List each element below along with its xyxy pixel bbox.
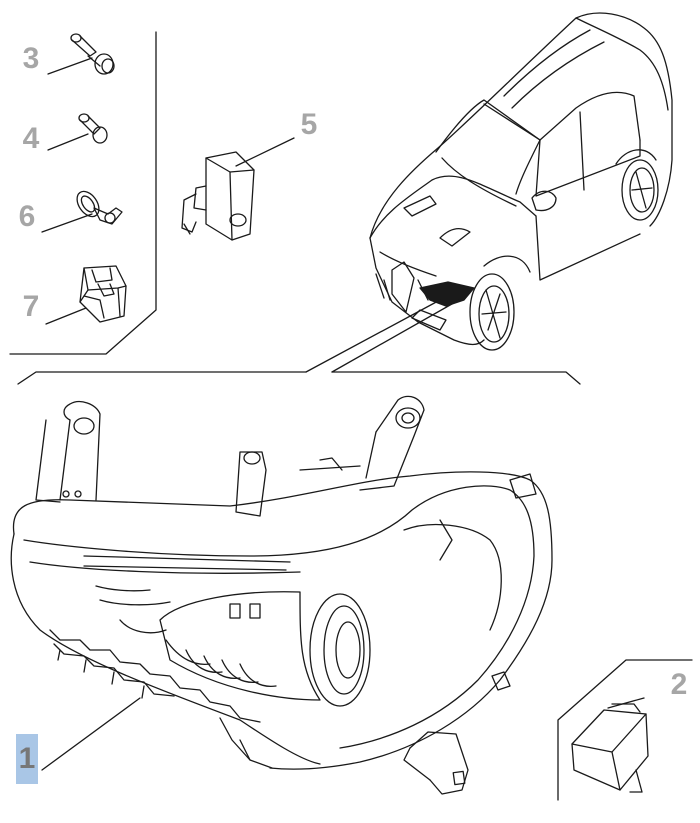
part-2-box-outline [557, 659, 693, 801]
callout-1[interactable]: 1 [16, 734, 38, 784]
part-2-bracket [571, 697, 649, 793]
callout-3[interactable]: 3 [22, 42, 40, 75]
leader-to-car [305, 295, 467, 373]
part-6-clip [41, 190, 123, 233]
callout-4[interactable]: 4 [22, 122, 40, 155]
part-4-bolt [47, 113, 108, 151]
callout-5[interactable]: 5 [300, 108, 318, 141]
part-7-connector [45, 265, 127, 325]
headlight-box-outline [17, 371, 581, 385]
callout-2[interactable]: 2 [670, 668, 688, 701]
vehicle-illustration [369, 12, 673, 351]
callout-7[interactable]: 7 [22, 290, 40, 323]
part-3-screw [47, 33, 115, 75]
small-parts-box-outline [9, 31, 157, 355]
part-5-bulb-socket [181, 137, 295, 241]
part-1-leader [41, 697, 141, 771]
callout-6[interactable]: 6 [18, 200, 36, 233]
part-1-headlight-assembly [10, 395, 553, 795]
